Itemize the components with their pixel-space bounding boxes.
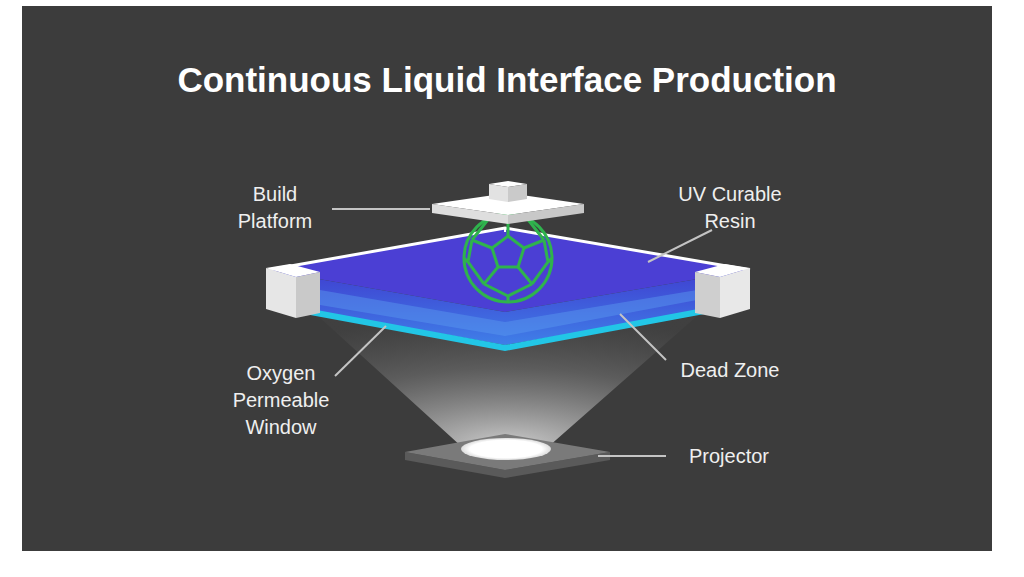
background-panel (22, 6, 992, 551)
resin-tray (268, 228, 750, 348)
tray-corner-block (695, 264, 750, 318)
leader-line (332, 209, 712, 456)
oxygen-window (300, 308, 720, 348)
part-label: Build Platform (223, 181, 328, 235)
projector (405, 434, 610, 478)
printed-ball (464, 214, 552, 302)
diagram-title: Continuous Liquid Interface Production (177, 60, 836, 100)
part-label: Oxygen Permeable Window (226, 360, 336, 441)
part-label: UV Curable Resin (668, 181, 793, 235)
part-label: Projector (689, 443, 769, 470)
part-label: Dead Zone (681, 357, 780, 384)
tray-corner-block (266, 264, 320, 318)
build-platform (432, 181, 584, 224)
